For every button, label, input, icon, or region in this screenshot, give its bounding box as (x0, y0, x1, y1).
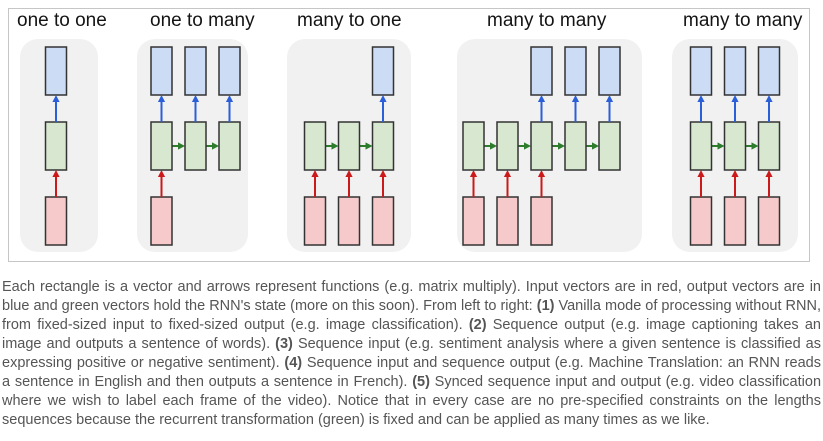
panel-title-many-to-many-synced: many to many (683, 10, 803, 31)
panel-one-to-one (20, 39, 98, 252)
caption-segment: (5) (412, 374, 430, 390)
caption-segment: Synced sequence input and output (e.g. v… (2, 374, 822, 428)
caption-segment: (1) (536, 298, 555, 314)
caption-segment: (2) (468, 317, 487, 333)
caption-segment: Sequence input and sequence output (e.g.… (2, 355, 821, 390)
caption-segment: Sequence output (e.g. image captioning t… (2, 317, 821, 352)
caption-segment: Vanilla mode of processing without RNN, … (2, 298, 821, 333)
caption-segment: (4) (284, 355, 303, 371)
panel-title-one-to-one: one to one (17, 10, 107, 31)
panel-one-to-one-diagram (44, 46, 68, 246)
panel-many-to-many-seq2seq-diagram (462, 46, 621, 246)
panel-title-many-to-many-seq2seq: many to many (487, 10, 607, 31)
panel-many-to-many-synced (672, 39, 798, 252)
panel-many-to-one-diagram (303, 46, 395, 246)
figure-caption: Each rectangle is a vector and arrows re… (2, 278, 821, 430)
panel-one-to-many (137, 39, 248, 252)
panel-many-to-many-synced-diagram (689, 46, 781, 246)
panel-title-one-to-many: one to many (150, 10, 255, 31)
caption-segment: Sequence input (e.g. sentiment analysis … (2, 336, 821, 371)
caption-segment: Each rectangle is a vector and arrows re… (2, 279, 821, 314)
panel-many-to-many-seq2seq (457, 39, 642, 252)
panel-one-to-many-diagram (150, 46, 241, 246)
panel-many-to-one (287, 39, 411, 252)
caption-segment: (3) (275, 336, 293, 352)
panel-title-many-to-one: many to one (297, 10, 402, 31)
